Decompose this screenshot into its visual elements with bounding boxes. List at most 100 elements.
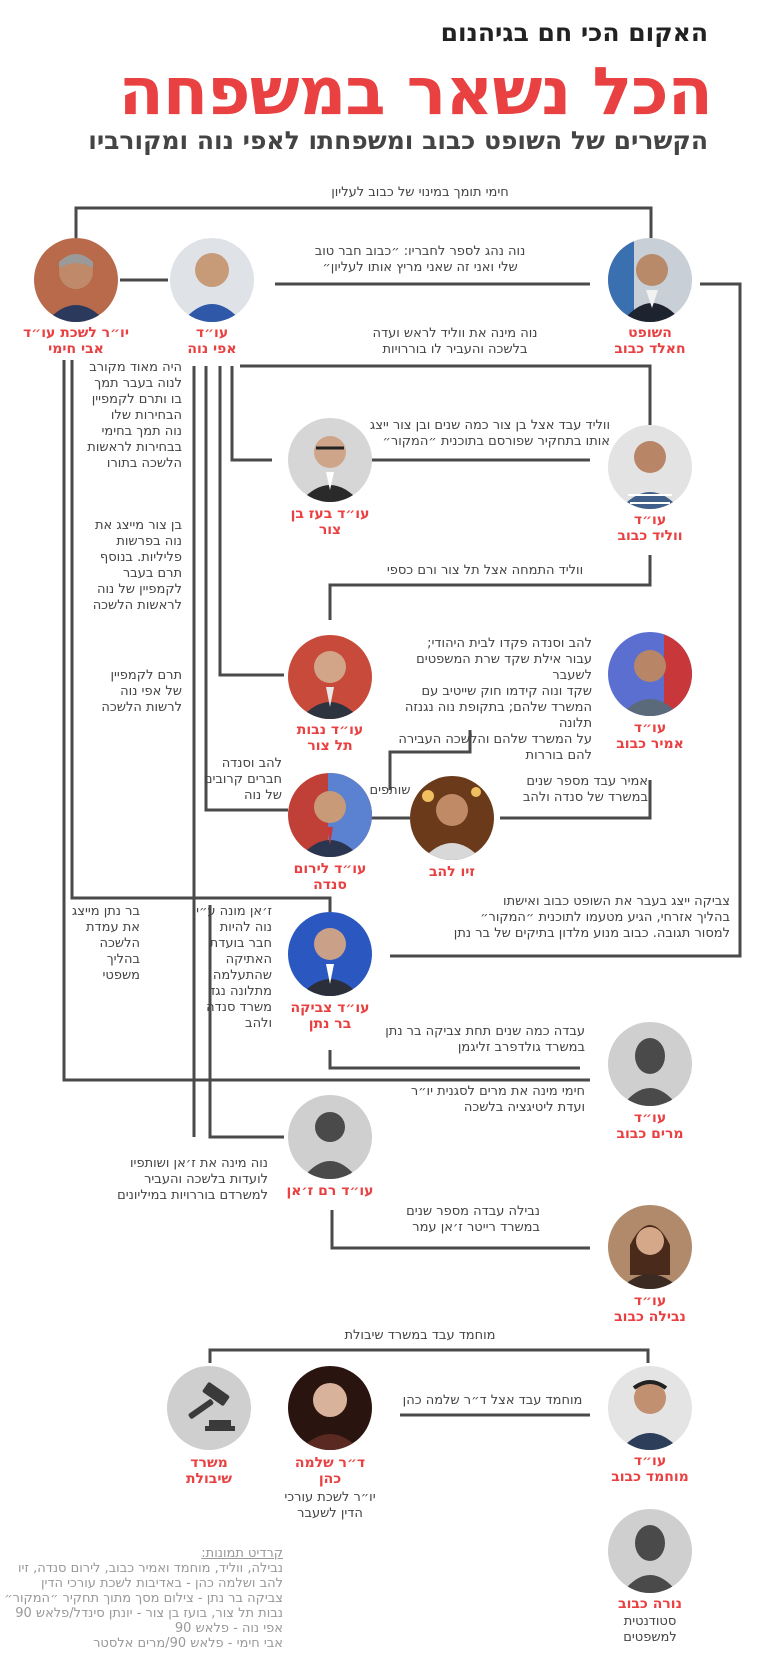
text-line: בר נתן (308, 1016, 352, 1032)
label-l5: ווליד עבד אצל בן צור כמה שנים ובן צור יי… (360, 418, 610, 450)
text-line: למסור תגובה. כבוב מנוע מלדון בתיקים של ב… (453, 926, 730, 941)
text-line: ועדת ליטיגציה בלשכה (463, 1100, 585, 1115)
text-line: סנדה (313, 877, 347, 893)
text-line: משפטי (102, 968, 141, 983)
text-line: במשרד רייטר ז׳אן עמר (412, 1220, 540, 1235)
avatar-boaz (288, 418, 372, 502)
text-line: אמיר כבוב (616, 736, 684, 752)
page-subtitle: הקשרים של השופט כבוב ומשפחתו לאפי נוה ומ… (88, 126, 708, 155)
text-line: מרים כבוב (616, 1126, 684, 1142)
text-line: ולהב (245, 1016, 272, 1031)
text-line: בר נתן מייצג (71, 904, 140, 919)
text-line: יו״ר לשכת עורכי (284, 1490, 376, 1505)
text-line: הבחירות שלו (110, 408, 182, 423)
text-line: בו ותרם לקמפיין (91, 392, 182, 407)
text-line: אבי חימי - פלאש 90/מרים אלסטר (93, 1636, 283, 1651)
credits-title: קרדיט תמונות: (201, 1546, 283, 1561)
text-line: נבילה כבוב (614, 1309, 686, 1325)
text-line: ז׳אן מונה ע״י (196, 904, 272, 919)
header-kicker: האקום הכי חם בגיהנום (440, 18, 708, 47)
text-line: שהתעלמה (212, 968, 272, 983)
avatar-nura (608, 1509, 692, 1593)
text-line: להב וסנדה (221, 756, 282, 771)
line-ziv-amir (500, 780, 652, 820)
text-line: במשרד גולדפרב זליגמן (457, 1040, 585, 1055)
text-line: נבילה עבדה מספר שנים (406, 1204, 540, 1219)
text-line: כהן (318, 1471, 342, 1487)
text-line: לנוה בעבר תמך (94, 376, 182, 391)
text-line: אבי חימי (48, 341, 104, 357)
text-line: להם בוררות (525, 748, 592, 763)
text-line: שותפים (369, 783, 411, 798)
text-line: עו״ד (195, 325, 229, 341)
text-line: השופט (628, 325, 672, 341)
text-line: חימי מינה את מרים לסגנית יו״ר (410, 1084, 585, 1099)
text-line: תרם לקמפיין (110, 668, 182, 683)
text-line: עבור אילת שקד שרת המשפטים לשעבר (416, 652, 592, 683)
text-line: חאלד כבוב (614, 341, 686, 357)
person-silhouette-icon (288, 1095, 372, 1179)
text-line: תל צור (307, 738, 353, 754)
avatar-muhamad (608, 1366, 692, 1450)
avatar-ram (288, 1095, 372, 1179)
line-nevot-ziv (388, 730, 472, 790)
text-line: הדין לשעבר (297, 1506, 363, 1521)
text-line: לועדות בלשכה והעביר (144, 1172, 268, 1187)
avatar-walid (608, 425, 692, 509)
avatar-shlomo (288, 1366, 372, 1450)
avatar-miriam (608, 1022, 692, 1106)
person-silhouette-icon (608, 1022, 692, 1106)
line-efi-walid (240, 364, 652, 425)
text-line: מוחמד עבד אצל ד״ר שלמה כהן (402, 1393, 583, 1408)
text-line: אפי נוה - פלאש 90 (174, 1621, 283, 1636)
text-line: מוחמד כבוב (611, 1469, 689, 1485)
name-ziv: זיו להב (382, 864, 522, 880)
text-line: לקמפיין של נוה (96, 582, 182, 597)
text-line: למשפטים (623, 1630, 677, 1645)
text-line: נוה להיות (219, 920, 272, 935)
text-line: עו״ד (633, 1453, 667, 1469)
label-l21: מוחמד עבד אצל ד״ר שלמה כהן (395, 1393, 590, 1409)
line-muhamad-shibolet (208, 1348, 650, 1363)
text-line: עבדה כמה שנים תחת צביקה בר נתן (385, 1024, 585, 1039)
text-line: עו״ד (633, 720, 667, 736)
text-line: את עמדת (86, 920, 140, 935)
text-line: חבר בועדת (209, 936, 272, 951)
person-silhouette-icon (608, 1509, 692, 1593)
text-line: לרשות הלשכה (101, 700, 182, 715)
photo-credits: קרדיט תמונות: נבילה, ווליד, מוחמד ואמיר … (4, 1546, 283, 1651)
line-avi-tzvika (70, 360, 332, 912)
text-line: תרם בעבר (122, 566, 182, 581)
line-tzvika-ram (208, 905, 284, 1139)
text-line: יו״ר לשכת עו״ד (23, 325, 129, 341)
text-line: האתיקה (225, 952, 272, 967)
line-avi-khaled-top (74, 206, 653, 238)
line-tzvika-miriam (328, 1050, 580, 1070)
text-line: ווליד התמחה אצל תל צור ורם כספי (386, 563, 584, 578)
label-l20: מוחמד עבד במשרד שיבולת (300, 1328, 540, 1344)
line-efi-boaz (230, 366, 272, 462)
avatar-nabila (608, 1205, 692, 1289)
text-line: אותו בתחקיר שפורסם בתוכנית ״המקור״ (382, 434, 610, 449)
text-line: ווליד עבד אצל בן צור כמה שנים ובן צור יי… (369, 418, 610, 433)
text-line: שיבולת (185, 1471, 233, 1487)
text-line: ד״ר שלמה (294, 1455, 366, 1471)
text-line: זיו להב (428, 864, 476, 880)
